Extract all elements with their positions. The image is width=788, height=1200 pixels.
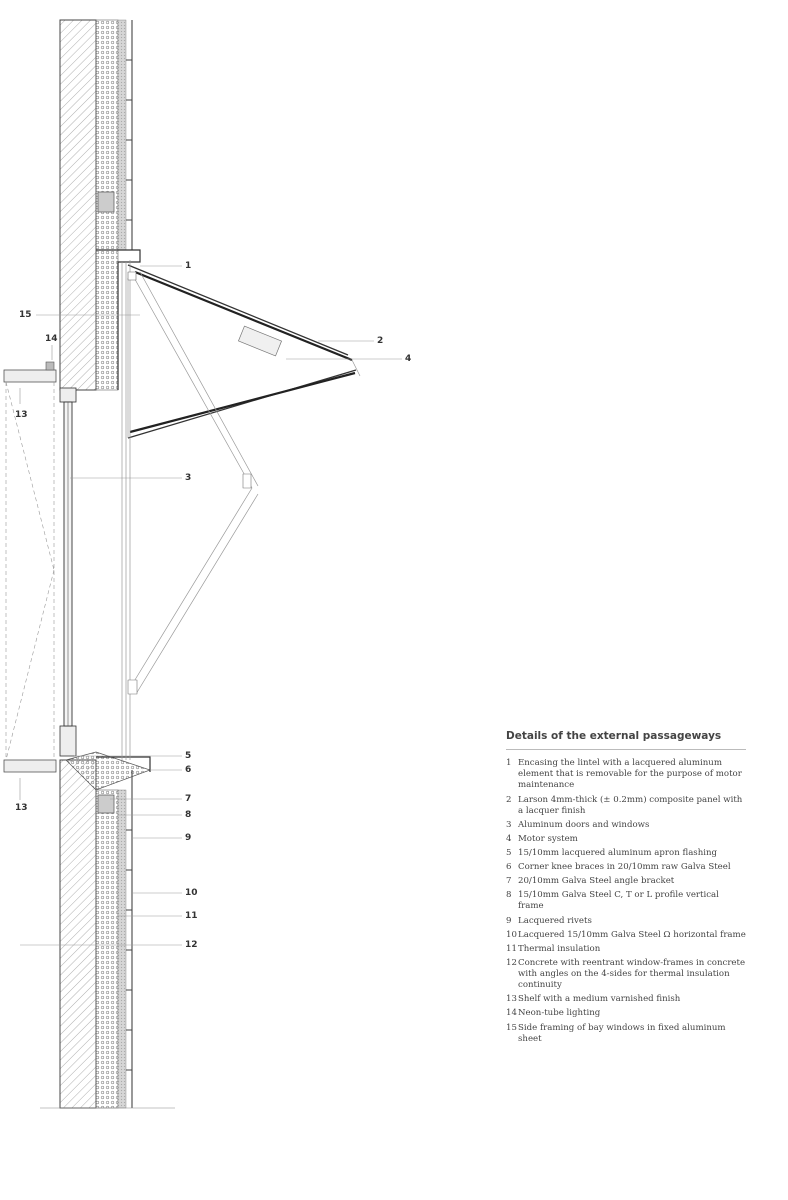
legend-item-text: 15/10mm lacquered aluminum apron flashin… [518,847,718,858]
callout-12: 12 [185,940,198,950]
legend-item: 5 15/10mm lacquered aluminum apron flashi… [506,848,746,859]
legend-item-number: 14 [506,1008,517,1019]
legend-item-text: Thermal insulation [518,943,601,954]
legend-item: 9 Lacquered rivets [506,916,746,927]
legend-title: Details of the external passageways [506,730,746,750]
legend-item-number: 2 [506,794,512,805]
legend-item-number: 6 [506,862,512,873]
legend-item-number: 15 [506,1022,517,1033]
canopy-panels [121,260,361,760]
rivet-ticks [126,59,132,1071]
legend-item: 1 Encasing the lintel with a lacquered al… [506,758,746,792]
legend-item-text: Corner knee braces in 20/10mm raw Galva … [518,862,731,873]
legend-item: 4 Motor system [506,834,746,845]
legend-item-text: 15/10mm Galva Steel C, T or L profile ve… [518,890,719,912]
callout-9: 9 [185,833,192,843]
callout-8: 8 [185,810,192,820]
legend-item: 8 15/10mm Galva Steel C, T or L profile v… [506,890,746,912]
legend-item-text: 20/10mm Galva Steel angle bracket [518,876,675,887]
legend-item: 2 Larson 4mm-thick (± 0.2mm) composite pa… [506,795,746,817]
legend-item-number: 12 [506,957,517,968]
legend-item: 3 Aluminum doors and windows [506,820,746,831]
callout-4: 4 [405,354,412,364]
callout-3: 3 [185,473,192,483]
callout-6: 6 [185,765,192,775]
legend-item-number: 8 [506,890,512,901]
legend-item-text: Lacquered 15/10mm Galva Steel Ω horizont… [518,929,746,940]
legend-item-number: 4 [506,833,512,844]
legend-item-number: 1 [506,758,512,768]
callout-7: 7 [185,794,192,804]
callout-11: 11 [185,911,198,921]
callout-14: 14 [45,334,58,344]
lower-wall [40,751,175,1109]
callout-13-bottom: 13 [15,803,28,813]
legend-item-number: 5 [506,847,512,858]
legend-item: 7 20/10mm Galva Steel angle bracket [506,876,746,887]
legend-item-number: 9 [506,915,512,926]
legend-item-number: 7 [506,876,512,887]
upper-wall [59,19,141,391]
legend-item-text: Motor system [518,833,578,844]
interior-shelves [3,361,57,773]
legend-item-text: Lacquered rivets [518,915,592,926]
legend-item: 6 Corner knee braces in 20/10mm raw Galva… [506,862,746,873]
callout-10: 10 [185,888,198,898]
legend-item-number: 13 [506,994,517,1005]
leader-lines [19,265,402,946]
legend-item-text: Side framing of bay windows in fixed alu… [518,1022,726,1044]
legend: Details of the external passageways 1 Enc… [506,730,746,1048]
legend-item-text: Concrete with reentrant window-frames in… [518,957,746,991]
callout-1: 1 [185,261,192,271]
legend-item-text: Aluminum doors and windows [518,819,650,830]
legend-item-text: Larson 4mm-thick (± 0.2mm) composite pan… [518,794,743,816]
legend-item-number: 3 [506,819,512,830]
legend-item-number: 10 [506,929,517,940]
legend-item-text: Shelf with a medium varnished finish [518,994,681,1005]
legend-list: 1 Encasing the lintel with a lacquered al… [506,758,746,1045]
legend-item-text: Encasing the lintel with a lacquered alu… [518,758,742,791]
callout-2: 2 [377,336,384,346]
legend-item-text: Neon-tube lighting [518,1008,601,1019]
callout-15: 15 [19,310,32,320]
callout-5: 5 [185,751,192,761]
legend-item-number: 11 [506,943,517,954]
window-frame [59,387,77,757]
callout-13-top: 13 [15,410,28,420]
